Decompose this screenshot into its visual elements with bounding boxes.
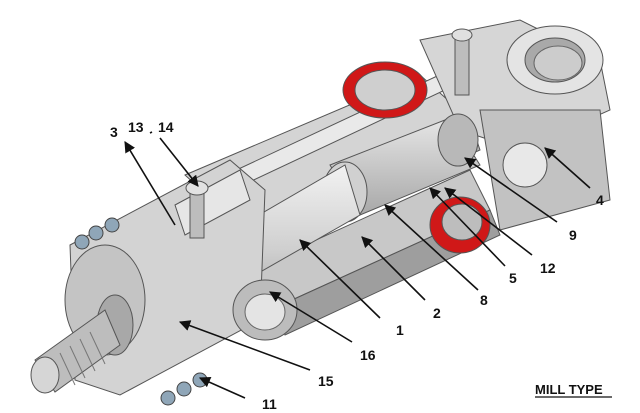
callout-labels: 1 2 3 4 5 8 9 11 12 13 14 15 16 — [110, 119, 604, 412]
leader-8 — [384, 204, 479, 291]
leader-11 — [198, 376, 246, 399]
threaded-rod-end — [30, 294, 134, 394]
label-3: 3 — [110, 124, 118, 140]
rear-seal-ring — [342, 61, 428, 119]
leader-12 — [444, 187, 533, 256]
leader-3 — [124, 141, 176, 226]
label-13: 13 — [128, 119, 144, 135]
label-2: 2 — [433, 305, 441, 321]
leader-16 — [269, 291, 353, 343]
rear-cap-bolt — [451, 28, 473, 96]
leader-lines — [124, 131, 591, 399]
front-seal-ring — [429, 196, 491, 254]
front-flange-bolts — [74, 217, 208, 406]
label-12: 12 — [540, 260, 556, 276]
label-1: 1 — [396, 322, 404, 338]
leader-4 — [544, 147, 591, 189]
gland-bolt — [185, 180, 209, 239]
leader-5 — [429, 187, 506, 267]
diagram-caption: MILL TYPE — [535, 382, 603, 397]
label-8: 8 — [480, 292, 488, 308]
label-15: 15 — [318, 373, 334, 389]
leader-13 — [149, 131, 153, 134]
caption-block: MILL TYPE — [535, 382, 612, 398]
label-4: 4 — [596, 192, 604, 208]
label-14: 14 — [158, 119, 174, 135]
label-9: 9 — [569, 227, 577, 243]
leader-1 — [299, 239, 381, 319]
label-5: 5 — [509, 270, 517, 286]
label-16: 16 — [360, 347, 376, 363]
leader-14 — [159, 137, 199, 187]
leader-2 — [361, 236, 426, 301]
leader-9 — [464, 157, 558, 223]
label-11: 11 — [262, 396, 277, 412]
leader-15 — [178, 320, 311, 371]
